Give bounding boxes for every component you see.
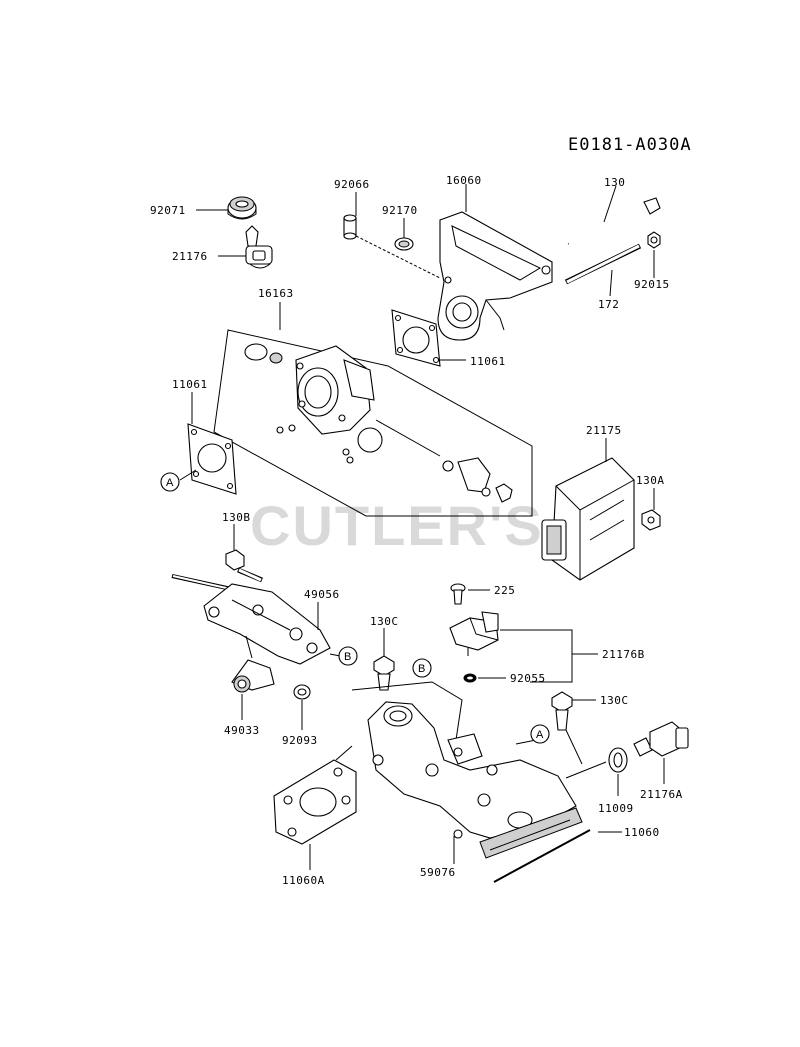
marker-a-left: A: [160, 472, 180, 492]
part-92170-clamp[interactable]: [394, 237, 414, 251]
svg-text:B: B: [344, 651, 351, 663]
part-130-bolt[interactable]: [567, 197, 661, 246]
label-130C-top: 130C: [370, 615, 399, 628]
part-92066-spacer[interactable]: [343, 214, 357, 240]
watermark: CUTLER'S: [250, 494, 544, 557]
label-59076: 59076: [420, 866, 456, 879]
label-16163: 16163: [258, 287, 294, 300]
label-21175: 21175: [586, 424, 622, 437]
part-11060A-gasket[interactable]: [273, 759, 357, 845]
part-21175-ecu[interactable]: [541, 457, 635, 581]
label-21176: 21176: [172, 250, 208, 263]
diagram-code: E0181-A030A: [568, 135, 692, 155]
label-130: 130: [604, 176, 625, 189]
svg-text:A: A: [536, 729, 544, 741]
part-throttle-seal[interactable]: [244, 343, 283, 364]
leader-manifold-b: [351, 681, 463, 741]
marker-b-body: B: [412, 658, 432, 678]
label-49033: 49033: [224, 724, 260, 737]
part-21176-sensor[interactable]: [245, 225, 273, 269]
label-130C-right: 130C: [600, 694, 629, 707]
label-11009: 11009: [598, 802, 634, 815]
part-49033-injector[interactable]: [231, 659, 275, 693]
label-21176A: 21176A: [640, 788, 683, 801]
label-21176B: 21176B: [602, 648, 645, 661]
label-225: 225: [494, 584, 515, 597]
label-11060A: 11060A: [282, 874, 325, 887]
part-11061-gasket-left[interactable]: [187, 423, 237, 495]
part-11060-gasket[interactable]: [493, 829, 591, 883]
part-21176A-temp-sensor[interactable]: [633, 721, 689, 757]
label-130A: 130A: [636, 474, 665, 487]
part-172-stud[interactable]: [564, 243, 642, 285]
label-92015: 92015: [634, 278, 670, 291]
label-49056: 49056: [304, 588, 340, 601]
part-225-screw[interactable]: [450, 583, 466, 605]
marker-b-left: B: [338, 646, 358, 666]
part-throttle-shaft[interactable]: [276, 419, 513, 503]
label-172: 172: [598, 298, 619, 311]
throttle-body-group-frame: [213, 329, 533, 517]
leader-manifold-a: [515, 739, 537, 745]
label-130B: 130B: [222, 511, 251, 524]
leader-bolt-right: [565, 729, 583, 765]
label-92170: 92170: [382, 204, 418, 217]
svg-text:A: A: [166, 477, 174, 489]
part-11009-washer[interactable]: [608, 747, 628, 773]
part-16060-water-cover[interactable]: [437, 211, 553, 341]
part-92093-grommet[interactable]: [293, 684, 311, 700]
label-16060: 16060: [446, 174, 482, 187]
label-92071: 92071: [150, 204, 186, 217]
part-130C-bolt-right[interactable]: [551, 691, 573, 731]
part-92071-seal[interactable]: [227, 196, 257, 220]
part-59076-intake-manifold[interactable]: [367, 701, 583, 859]
label-92093: 92093: [282, 734, 318, 747]
part-49056-delivery-pipe[interactable]: [171, 574, 331, 665]
leader-11060A: [335, 745, 353, 761]
part-130A-bolt[interactable]: [641, 509, 661, 531]
part-130C-bolt-top[interactable]: [373, 655, 395, 691]
part-11061-gasket-right[interactable]: [391, 309, 441, 367]
leader-washer: [565, 761, 607, 779]
part-21176B-map-sensor[interactable]: [449, 611, 499, 656]
label-11061-left: 11061: [172, 378, 208, 391]
part-130B-bolt[interactable]: [225, 549, 263, 583]
label-11060: 11060: [624, 826, 660, 839]
marker-a-body: A: [530, 724, 550, 744]
part-92055-o-ring[interactable]: [463, 673, 477, 683]
part-throttle-body[interactable]: [295, 345, 375, 435]
svg-text:B: B: [418, 663, 425, 675]
label-92055: 92055: [510, 672, 546, 685]
part-92015-nut[interactable]: [647, 231, 661, 249]
label-11061-right: 11061: [470, 355, 506, 368]
label-92066: 92066: [334, 178, 370, 191]
